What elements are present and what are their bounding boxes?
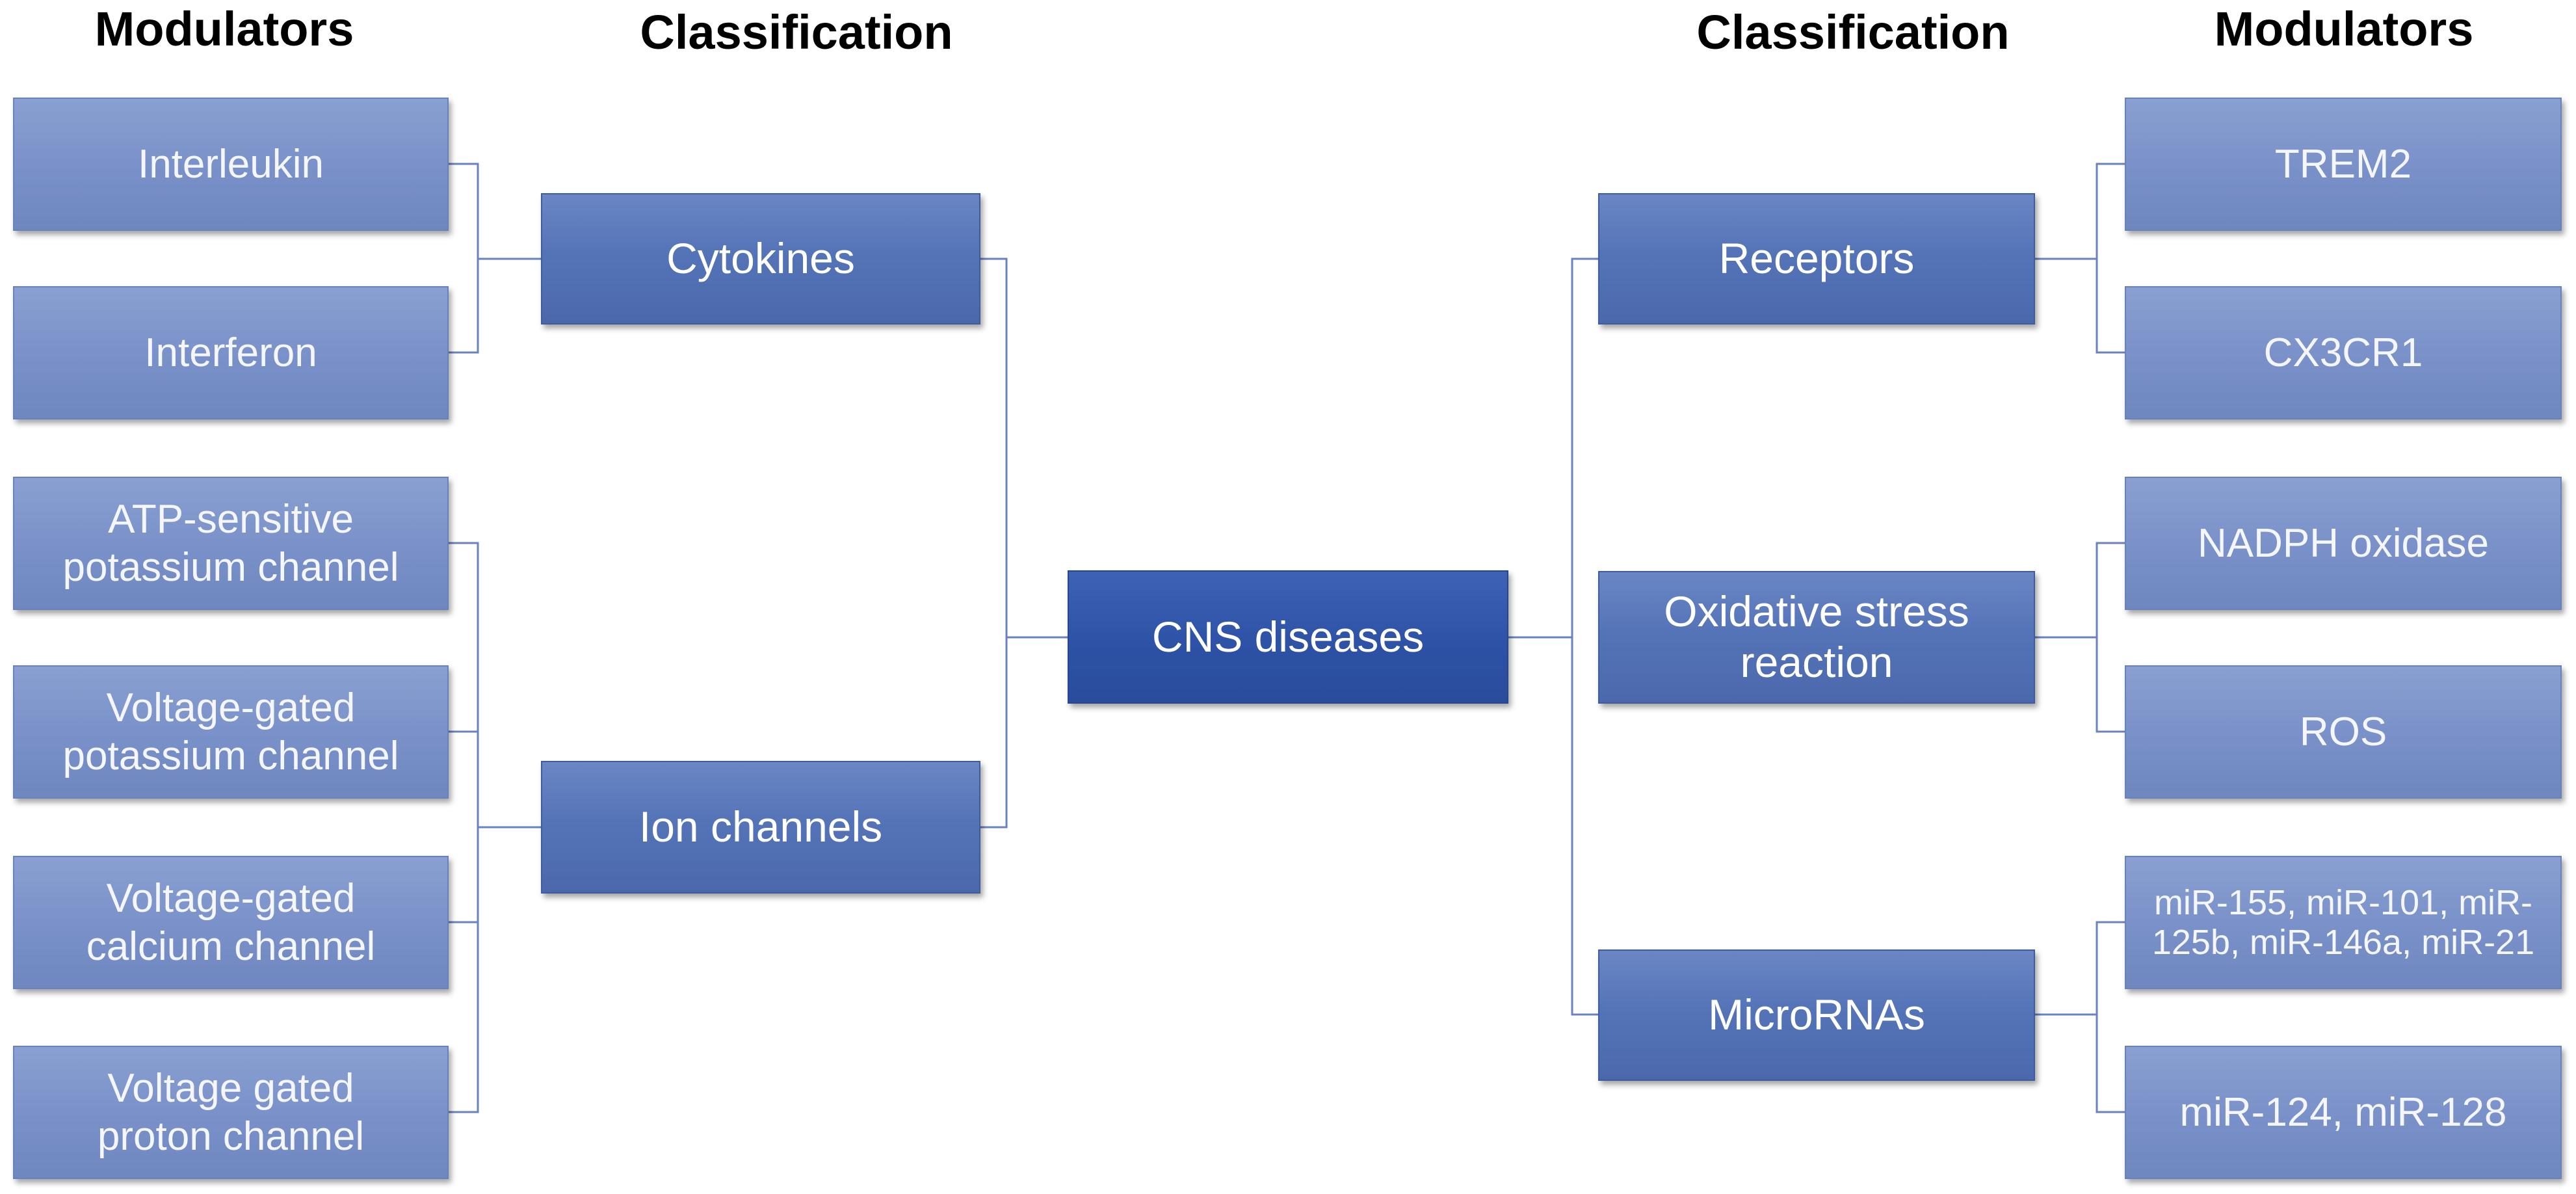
modulator-cx3cr1: CX3CR1: [2125, 286, 2562, 419]
modulator-trem2: TREM2: [2125, 98, 2562, 231]
modulator-nadph-oxidase: NADPH oxidase: [2125, 477, 2562, 610]
connector-oxidative-modulators: [2096, 542, 2125, 733]
modulator-voltage-gated-proton-channel: Voltage gated proton channel: [13, 1046, 449, 1179]
left-modulators-header: Modulators: [94, 2, 354, 56]
class-oxidative-stress-reaction: Oxidative stress reaction: [1598, 571, 2035, 704]
right-modulators-header: Modulators: [2214, 2, 2474, 56]
class-micrornas: MicroRNAs: [1598, 949, 2035, 1081]
connector-receptor-modulators: [2096, 163, 2125, 354]
connector-left-to-center: [980, 258, 1008, 829]
connector-right-classes: [1571, 258, 1598, 1016]
modulator-interferon: Interferon: [13, 286, 449, 419]
center-cns-diseases: CNS diseases: [1068, 570, 1508, 704]
right-classification-header: Classification: [1696, 5, 2010, 59]
modulator-mir-124-128: miR-124, miR-128: [2125, 1046, 2562, 1179]
modulator-voltage-gated-calcium-channel: Voltage-gated calcium channel: [13, 856, 449, 989]
class-receptors: Receptors: [1598, 193, 2035, 325]
connector-microrna-modulators: [2096, 921, 2125, 1113]
connector-ion-modulators: [449, 542, 479, 1113]
class-cytokines: Cytokines: [541, 193, 980, 325]
modulator-voltage-gated-potassium-channel: Voltage-gated potassium channel: [13, 665, 449, 799]
class-ion-channels: Ion channels: [541, 761, 980, 894]
modulator-ros: ROS: [2125, 665, 2562, 799]
modulator-atp-sensitive-potassium-channel: ATP-sensitive potassium channel: [13, 477, 449, 610]
modulator-interleukin: Interleukin: [13, 98, 449, 231]
modulator-mir-155-group: miR-155, miR-101, miR-125b, miR-146a, mi…: [2125, 856, 2562, 989]
left-classification-header: Classification: [640, 5, 953, 59]
connector-interleukin: [449, 163, 479, 354]
